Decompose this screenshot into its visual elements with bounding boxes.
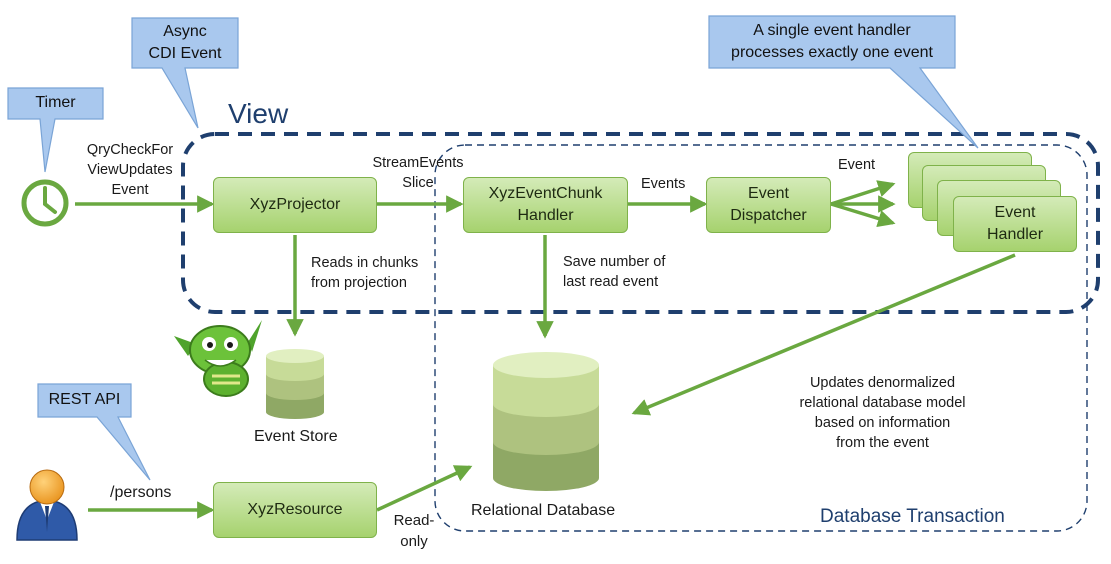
- view-boundary: [181, 132, 1100, 314]
- stream-events-slice-label: StreamEvents Slice: [372, 155, 464, 191]
- user-icon: [16, 469, 78, 541]
- event-handler-box: Event Handler: [953, 196, 1077, 252]
- relational-database-label: Relational Database: [471, 502, 616, 519]
- xyz-event-chunk-handler-box: XyzEventChunk Handler: [463, 177, 628, 233]
- database-transaction-boundary: [434, 144, 1088, 532]
- event-store-label: Event Store: [254, 428, 338, 445]
- async-cdi-callout-label: Async CDI Event: [148, 22, 222, 62]
- timer-callout: [7, 87, 104, 173]
- event-dispatcher-box: Event Dispatcher: [706, 177, 831, 233]
- single-handler-callout: [708, 15, 979, 149]
- rest-api-callout-label: REST API: [48, 391, 121, 409]
- timer-callout-label: Timer: [35, 94, 76, 112]
- persons-label: /persons: [110, 484, 172, 501]
- events-label: Events: [641, 176, 686, 192]
- reads-in-chunks-label: Reads in chunks from projection: [311, 255, 419, 291]
- rest-api-callout: [37, 383, 151, 481]
- save-number-label: Save number of last read event: [563, 254, 666, 290]
- event-store-cylinder-icon: [266, 349, 324, 419]
- read-only-label: Read- only: [393, 512, 435, 550]
- database-transaction-title: Database Transaction: [820, 506, 1005, 527]
- xyz-projector-box: XyzProjector: [213, 177, 377, 233]
- xyz-resource-box: XyzResource: [213, 482, 377, 538]
- relational-database-cylinder-icon: [493, 352, 599, 491]
- async-cdi-callout: [131, 17, 239, 129]
- single-handler-callout-label: A single event handler processes exactly…: [731, 21, 933, 61]
- updates-denormalized-label: Updates denormalized relational database…: [799, 375, 966, 451]
- monster-mascot-icon: [174, 320, 262, 397]
- event-label: Event: [838, 157, 876, 173]
- clock-icon: [21, 179, 69, 227]
- qry-check-label: QryCheckFor ViewUpdates Event: [86, 142, 174, 198]
- view-title: View: [228, 98, 289, 129]
